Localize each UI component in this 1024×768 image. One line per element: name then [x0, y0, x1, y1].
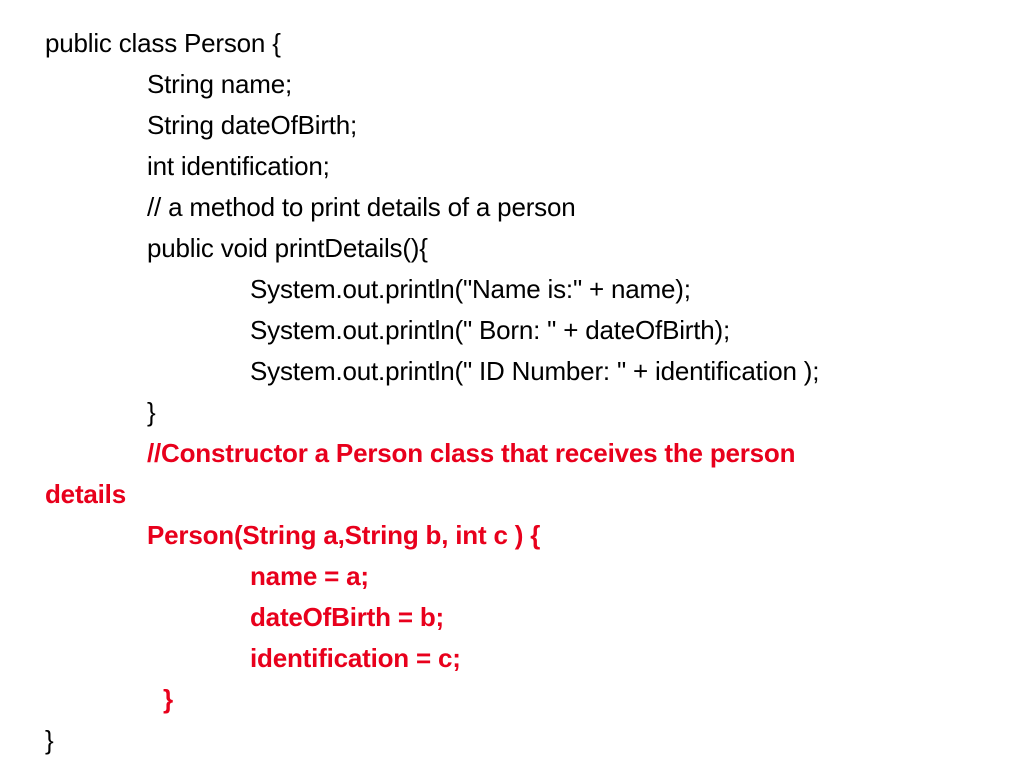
- code-line-class-close: }: [45, 725, 54, 755]
- code-line-print-name: System.out.println("Name is:" + name);: [250, 274, 691, 304]
- code-line-print-id: System.out.println(" ID Number: " + iden…: [250, 356, 820, 386]
- code-line-constructor-close: }: [163, 684, 173, 714]
- code-line-print-born: System.out.println(" Born: " + dateOfBir…: [250, 315, 731, 345]
- code-line-field-identification: int identification;: [147, 151, 330, 181]
- code-line-assign-name: name = a;: [250, 561, 369, 591]
- code-line-comment-method: // a method to print details of a person: [147, 192, 576, 222]
- code-line-method-close: }: [147, 397, 156, 427]
- code-line-class-declaration: public class Person {: [45, 28, 281, 58]
- code-line-assign-identification: identification = c;: [250, 643, 461, 673]
- code-line-method-declaration: public void printDetails(){: [147, 233, 428, 263]
- code-line-field-dateofbirth: String dateOfBirth;: [147, 110, 358, 140]
- code-line-assign-dateofbirth: dateOfBirth = b;: [250, 602, 444, 632]
- code-line-comment-constructor: //Constructor a Person class that receiv…: [147, 438, 796, 468]
- code-line-constructor-declaration: Person(String a,String b, int c ) {: [147, 520, 541, 550]
- code-line-comment-constructor-wrap: details: [45, 479, 126, 509]
- code-line-field-name: String name;: [147, 69, 293, 99]
